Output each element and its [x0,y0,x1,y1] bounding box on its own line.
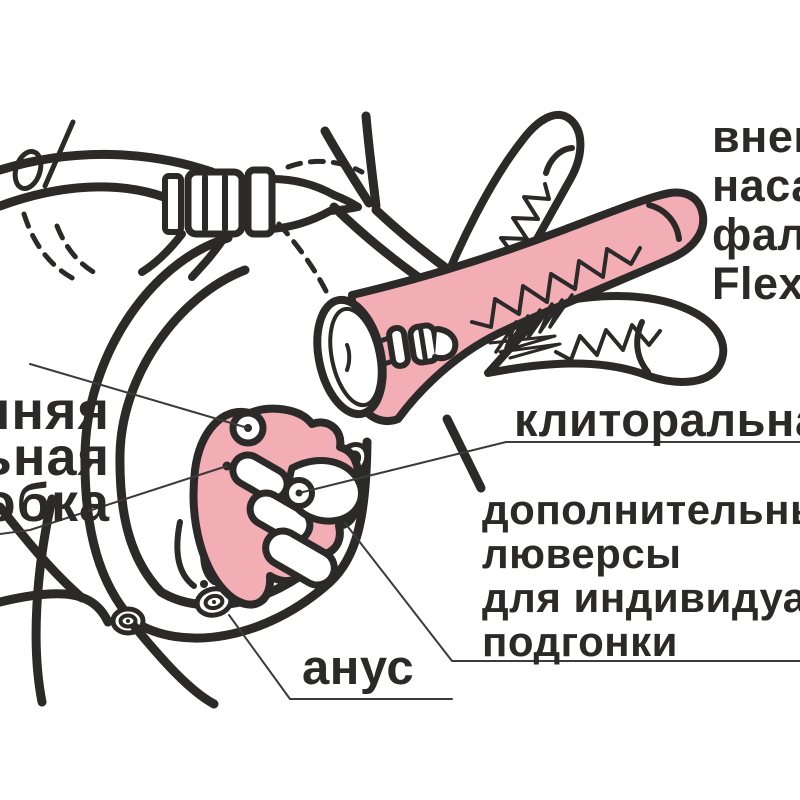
callout-lines [0,363,800,700]
hidden-strap-dashes [21,158,365,300]
spring-texture [554,323,662,362]
spring-texture [470,246,642,329]
label-inner-attachment: внутренняя вагинальная пробка [0,381,110,533]
label-line: подгонки [482,618,678,665]
label-line: Flex [712,258,800,309]
label-extra-eyelets: дополнительные люверсы для индивидуально… [482,488,800,664]
callout-inner-bottom [0,465,228,535]
spring-texture [494,293,574,354]
label-line: люверсы [482,530,682,577]
strap-buckle [162,166,276,238]
label-line: для индивидуальной [482,574,800,621]
callout-clitoral [298,441,800,494]
label-line: внутренняя [0,381,110,441]
label-line: дополнительные [482,486,800,533]
spring-texture [488,334,562,360]
stitch-dot [200,580,208,588]
callout-inner-top [29,363,249,429]
label-line: фаллос [712,209,800,260]
label-line: внешняя [712,111,800,162]
adapter-pin [380,322,459,369]
label-anus: анус [302,641,415,695]
label-line: насадка [712,160,800,211]
callout-anus [228,614,453,700]
strap-end-loop [12,149,44,191]
label-clitoral: клиторальная [514,393,800,446]
label-outer-attachment: внешняя насадка фаллос Flex [712,112,800,308]
label-line: вагинальная [0,427,110,487]
base-cylinder [313,295,387,419]
dildo-outer-pink [347,188,708,425]
label-line: пробка [0,473,110,533]
crotch-panel [189,404,365,609]
callout-eyelets [344,522,800,662]
